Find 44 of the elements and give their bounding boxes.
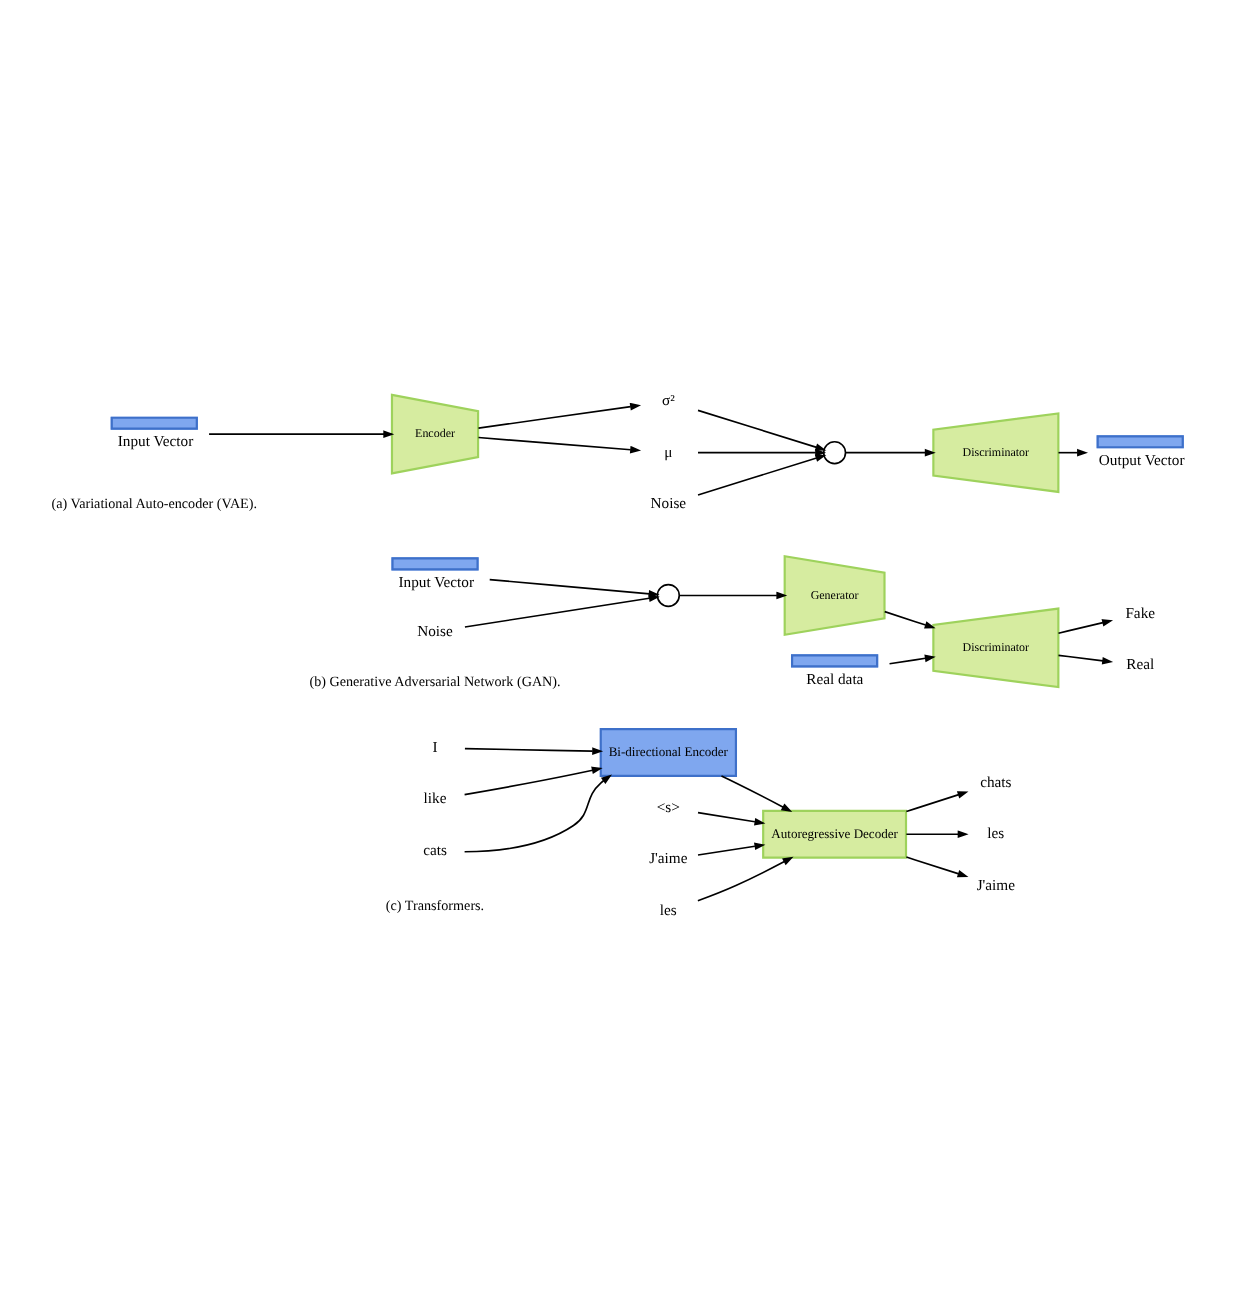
node-text: <s> [656,798,680,817]
arrow [463,774,612,853]
arrow [463,766,603,796]
node-text: cats [423,840,447,859]
node-text: les [987,824,1005,843]
node-label: Input Vector [398,572,475,591]
arrow [905,791,969,813]
node-text: Noise [650,493,687,512]
node-text: σ² [661,391,675,410]
node-text: les [659,900,677,919]
node-label: Real data [806,670,864,689]
node-text: J'aime [976,875,1016,894]
arrow [1057,654,1114,665]
arrow [697,842,766,856]
arrow [905,830,969,839]
arrow [464,594,660,628]
arrow [844,448,936,457]
node-text: like [423,789,447,808]
node-text: I [432,738,438,757]
arrow [477,436,642,454]
node-circle [822,440,847,465]
arrow [720,775,793,812]
arrow [208,430,395,438]
node-text: Noise [417,621,453,640]
node-text: Fake [1125,604,1156,623]
arrow [905,856,969,878]
node-text: μ [664,442,673,461]
arrow [1057,619,1114,634]
arrow [697,811,766,826]
arrow [697,856,794,902]
arrow [678,591,788,600]
node-label: Input Vector [117,432,194,451]
arrow [1057,448,1089,457]
arrow [697,454,827,496]
node-text: Real [1126,655,1155,674]
node-text: chats [980,773,1012,792]
node-circle [656,583,681,608]
arrow [477,402,642,429]
node-text: J'aime [649,849,688,868]
node-label: Output Vector [1098,450,1185,469]
arrow [883,610,936,629]
arrow [888,654,936,665]
arrow [697,409,827,451]
arrow [464,747,604,755]
